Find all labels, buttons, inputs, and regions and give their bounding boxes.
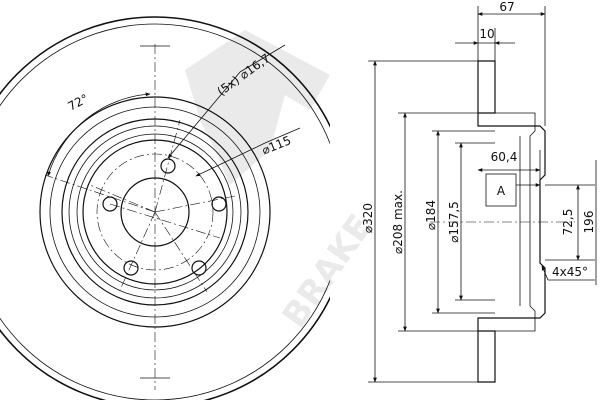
hat-diameter-label: ⌀184 <box>424 200 438 230</box>
section-hat-inner <box>495 112 536 332</box>
front-view <box>0 16 330 400</box>
pcd-leader <box>195 142 266 177</box>
chamfer-label: 4x45° <box>552 265 588 279</box>
radial-centerline <box>89 184 156 213</box>
chamfer-leader <box>541 265 549 281</box>
height-b-label: 196 <box>582 211 596 234</box>
outer-diameter-label: ⌀320 <box>361 203 375 233</box>
height-a-label: 72,5 <box>561 209 575 236</box>
disc-outer-edge-inner <box>0 23 330 400</box>
bolt-hole <box>123 260 139 276</box>
total-width-label: 67 <box>499 0 514 14</box>
datum-label: A <box>497 184 506 198</box>
angle-arc <box>47 92 151 177</box>
disc-outer-edge <box>0 16 330 400</box>
bolt-hole <box>160 158 176 174</box>
radial-centerline <box>119 211 156 291</box>
radial-centerline <box>154 119 181 213</box>
angle-label: 72° <box>65 91 90 113</box>
bolt-hole-leader-tail <box>239 44 286 73</box>
section-ring-bottom <box>477 330 496 383</box>
hat-depth-label: 60,4 <box>491 150 518 164</box>
angle-extension-line <box>44 174 156 213</box>
bolt-hole <box>102 196 118 212</box>
watermark: BRAKE <box>185 30 381 335</box>
section-ring-top <box>477 60 496 114</box>
radial-centerline <box>154 195 236 213</box>
bolt-hole <box>211 196 227 212</box>
front-view-detail: 72° (5x) ⌀16,7 ⌀115 <box>39 44 301 390</box>
bolt-hole-leader <box>167 71 241 159</box>
max-diameter-label: ⌀208 max. <box>391 190 405 254</box>
bolt-hole <box>191 260 207 276</box>
radial-centerline <box>109 203 221 239</box>
disc-thickness-label: 10 <box>479 27 494 41</box>
bore-diameter-label: ⌀157,5 <box>447 201 461 243</box>
datum-box <box>485 173 517 207</box>
radial-centerline <box>154 211 208 293</box>
pcd-leader-tail <box>264 127 301 144</box>
section-view: ⌀320 ⌀208 max. ⌀184 ⌀157,5 67 10 60,4 A … <box>361 0 597 383</box>
